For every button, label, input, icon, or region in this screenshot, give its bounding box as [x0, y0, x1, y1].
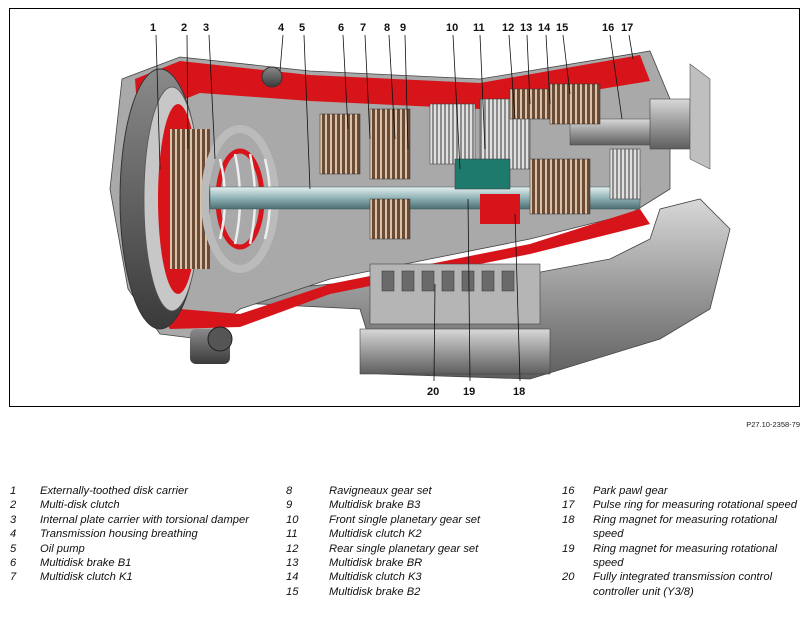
legend-text: Multidisk brake B2 — [329, 585, 421, 598]
legend-item: 9 Multidisk brake B3 — [286, 498, 526, 512]
callout-18: 18 — [513, 386, 525, 398]
callout-5: 5 — [299, 22, 305, 34]
legend-number: 13 — [286, 557, 299, 570]
legend-item: 3 Internal plate carrier with torsional d… — [10, 513, 250, 527]
legend-text: Rear single planetary gear set — [329, 542, 479, 555]
legend-number: 2 — [10, 499, 17, 512]
callout-19: 19 — [463, 386, 475, 398]
legend-text: Oil pump — [40, 542, 85, 555]
legend-item: 7 Multidisk clutch K1 — [10, 570, 250, 584]
callout-8: 8 — [384, 22, 390, 34]
legend-number: 15 — [286, 585, 299, 598]
legend-text: Pulse ring for measuring rotational spee… — [593, 499, 797, 512]
legend-text: Park pawl gear — [593, 485, 668, 497]
legend-item: 17 Pulse ring for measuring rotational sp… — [562, 498, 802, 512]
control-unit-and-valve-body — [190, 66, 551, 375]
callout-4: 4 — [278, 22, 285, 34]
legend-text: Fully integrated transmission control co… — [593, 571, 773, 598]
legend-item: 18 Ring magnet for measuring rotational s… — [562, 513, 802, 542]
legend-number: 10 — [286, 513, 299, 526]
legend-text: Internal plate carrier with torsional da… — [40, 513, 249, 526]
legend-number: 11 — [286, 528, 298, 541]
legend-column-3: 16 Park pawl gear 17 Pulse ring for measur… — [562, 484, 802, 599]
legend-item: 14 Multidisk clutch K3 — [286, 570, 526, 584]
clutch-and-brake-packs — [319, 83, 641, 240]
legend-column-2: 8 Ravigneaux gear set 9 Multidisk brake B3… — [286, 484, 526, 599]
transmission-cutaway-figure: 1 2 3 4 5 6 7 8 9 10 11 12 13 14 15 16 1… — [9, 8, 800, 407]
callout-15: 15 — [556, 22, 568, 34]
legend-number: 1 — [10, 485, 17, 497]
callout-17: 17 — [621, 22, 633, 34]
legend-number: 8 — [286, 485, 293, 497]
legend-number: 20 — [562, 571, 575, 584]
figure-reference-code: P27.10-2358-79 — [746, 420, 800, 429]
legend-text: Multidisk clutch K2 — [329, 528, 422, 541]
callout-10: 10 — [446, 22, 458, 34]
legend-text: Multidisk brake B1 — [40, 557, 132, 570]
legend-text: Multidisk clutch K3 — [329, 571, 422, 584]
legend-item: 8 Ravigneaux gear set — [286, 484, 526, 498]
legend-number: 6 — [10, 557, 17, 570]
callout-11: 11 — [473, 22, 485, 34]
legend-item: 12 Rear single planetary gear set — [286, 542, 526, 556]
callout-13: 13 — [520, 22, 532, 34]
callout-2: 2 — [181, 22, 187, 34]
legend-item: 4 Transmission housing breathing — [10, 527, 250, 541]
legend-number: 19 — [562, 542, 575, 555]
legend-text: Externally-toothed disk carrier — [40, 485, 188, 497]
legend-text: Ring magnet for measuring rotational spe… — [593, 542, 778, 570]
legend-item: 6 Multidisk brake B1 — [10, 556, 250, 570]
legend-item: 2 Multi-disk clutch — [10, 498, 250, 512]
legend-item: 20 Fully integrated transmission control … — [562, 570, 802, 599]
legend-number: 4 — [10, 528, 17, 541]
legend-number: 17 — [562, 499, 575, 512]
legend-number: 7 — [10, 571, 17, 584]
callout-20: 20 — [427, 386, 439, 398]
callout-14: 14 — [538, 22, 551, 34]
callout-7: 7 — [360, 22, 366, 34]
legend-number: 9 — [286, 499, 293, 512]
legend-number: 16 — [562, 485, 575, 497]
legend-text: Ravigneaux gear set — [329, 485, 432, 497]
legend-item: 5 Oil pump — [10, 542, 250, 556]
callout-16: 16 — [602, 22, 614, 34]
legend-item: 19 Ring magnet for measuring rotational s… — [562, 542, 802, 571]
callout-leader-lines — [155, 34, 634, 382]
legend-number: 14 — [286, 571, 299, 584]
legend-text: Front single planetary gear set — [329, 513, 481, 526]
callout-6: 6 — [338, 22, 344, 34]
legend-number: 18 — [562, 513, 575, 526]
legend-text: Ring magnet for measuring rotational spe… — [593, 513, 778, 541]
legend-item: 13 Multidisk brake BR — [286, 556, 526, 570]
legend-text: Multidisk brake BR — [329, 557, 423, 570]
callout-3: 3 — [203, 22, 209, 34]
legend-text: Transmission housing breathing — [40, 528, 198, 541]
legend-item: 10 Front single planetary gear set — [286, 513, 526, 527]
legend-text: Multidisk brake B3 — [329, 499, 421, 512]
legend-item: 15 Multidisk brake B2 — [286, 585, 526, 599]
legend-number: 12 — [286, 542, 299, 555]
legend-column-1: 1 Externally-toothed disk carrier 2 Multi-… — [10, 484, 250, 585]
legend-number: 5 — [10, 542, 17, 555]
callout-numbers: 1 2 3 4 5 6 7 8 9 10 11 12 13 14 15 16 1… — [150, 22, 633, 398]
callout-1: 1 — [150, 22, 156, 34]
transmission-cutaway-illustration: 1 2 3 4 5 6 7 8 9 10 11 12 13 14 15 16 1… — [109, 22, 731, 398]
legend-item: 1 Externally-toothed disk carrier — [10, 484, 250, 498]
legend-text: Multidisk clutch K1 — [40, 571, 133, 584]
legend-text: Multi-disk clutch — [40, 499, 120, 512]
legend-item: 11 Multidisk clutch K2 — [286, 527, 526, 541]
callout-12: 12 — [502, 22, 514, 34]
legend-item: 16 Park pawl gear — [562, 484, 802, 498]
legend-number: 3 — [10, 513, 17, 526]
callout-9: 9 — [400, 22, 406, 34]
